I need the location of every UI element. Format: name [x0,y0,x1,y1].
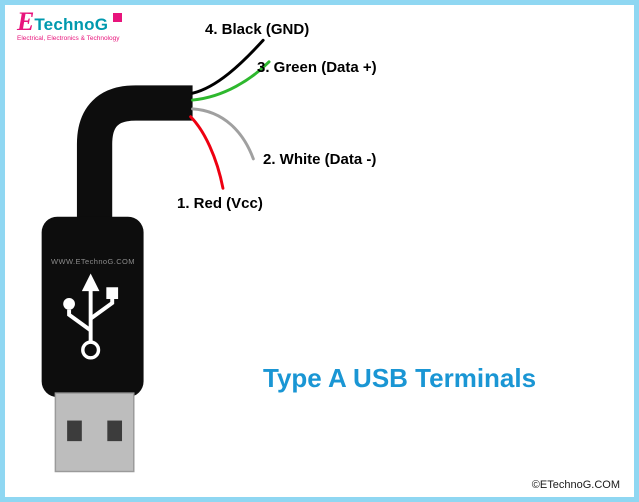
usb-pin-hole-right [107,420,123,442]
usb-pin-hole-left [67,420,82,442]
usb-trident-icon [67,289,115,360]
wire-label-red-vcc: 1. Red (Vcc) [177,195,263,212]
copyright-text: ©ETechnoG.COM [531,479,620,491]
usb-trident-arrowhead [81,273,100,292]
etechnog-logo: ETechnoG Electrical, Electronics & Techn… [17,9,119,43]
usb-diagram-svg [41,38,271,473]
wire-label-black-gnd: 4. Black (GND) [205,21,310,38]
usb-trident-circle-end [63,298,75,310]
watermark-text: WWW.ETechnoG.COM [51,257,135,266]
wire-black [191,38,265,95]
wire-label-green-data-plus: 3. Green (Data +) [257,59,377,76]
wire-red [189,115,225,190]
usb-cable [76,85,193,241]
diagram-title: Type A USB Terminals [263,363,537,393]
wire-label-white-data-minus: 2. White (Data -) [263,151,377,168]
logo-tagline: Electrical, Electronics & Technology [17,35,120,42]
logo-wordmark: TechnoG [34,15,109,34]
wire-green [191,60,271,102]
wire-white [191,107,255,161]
logo-letter-e: E [17,7,35,36]
logo-pink-square [113,13,122,22]
usb-trident-square-end [106,287,119,300]
